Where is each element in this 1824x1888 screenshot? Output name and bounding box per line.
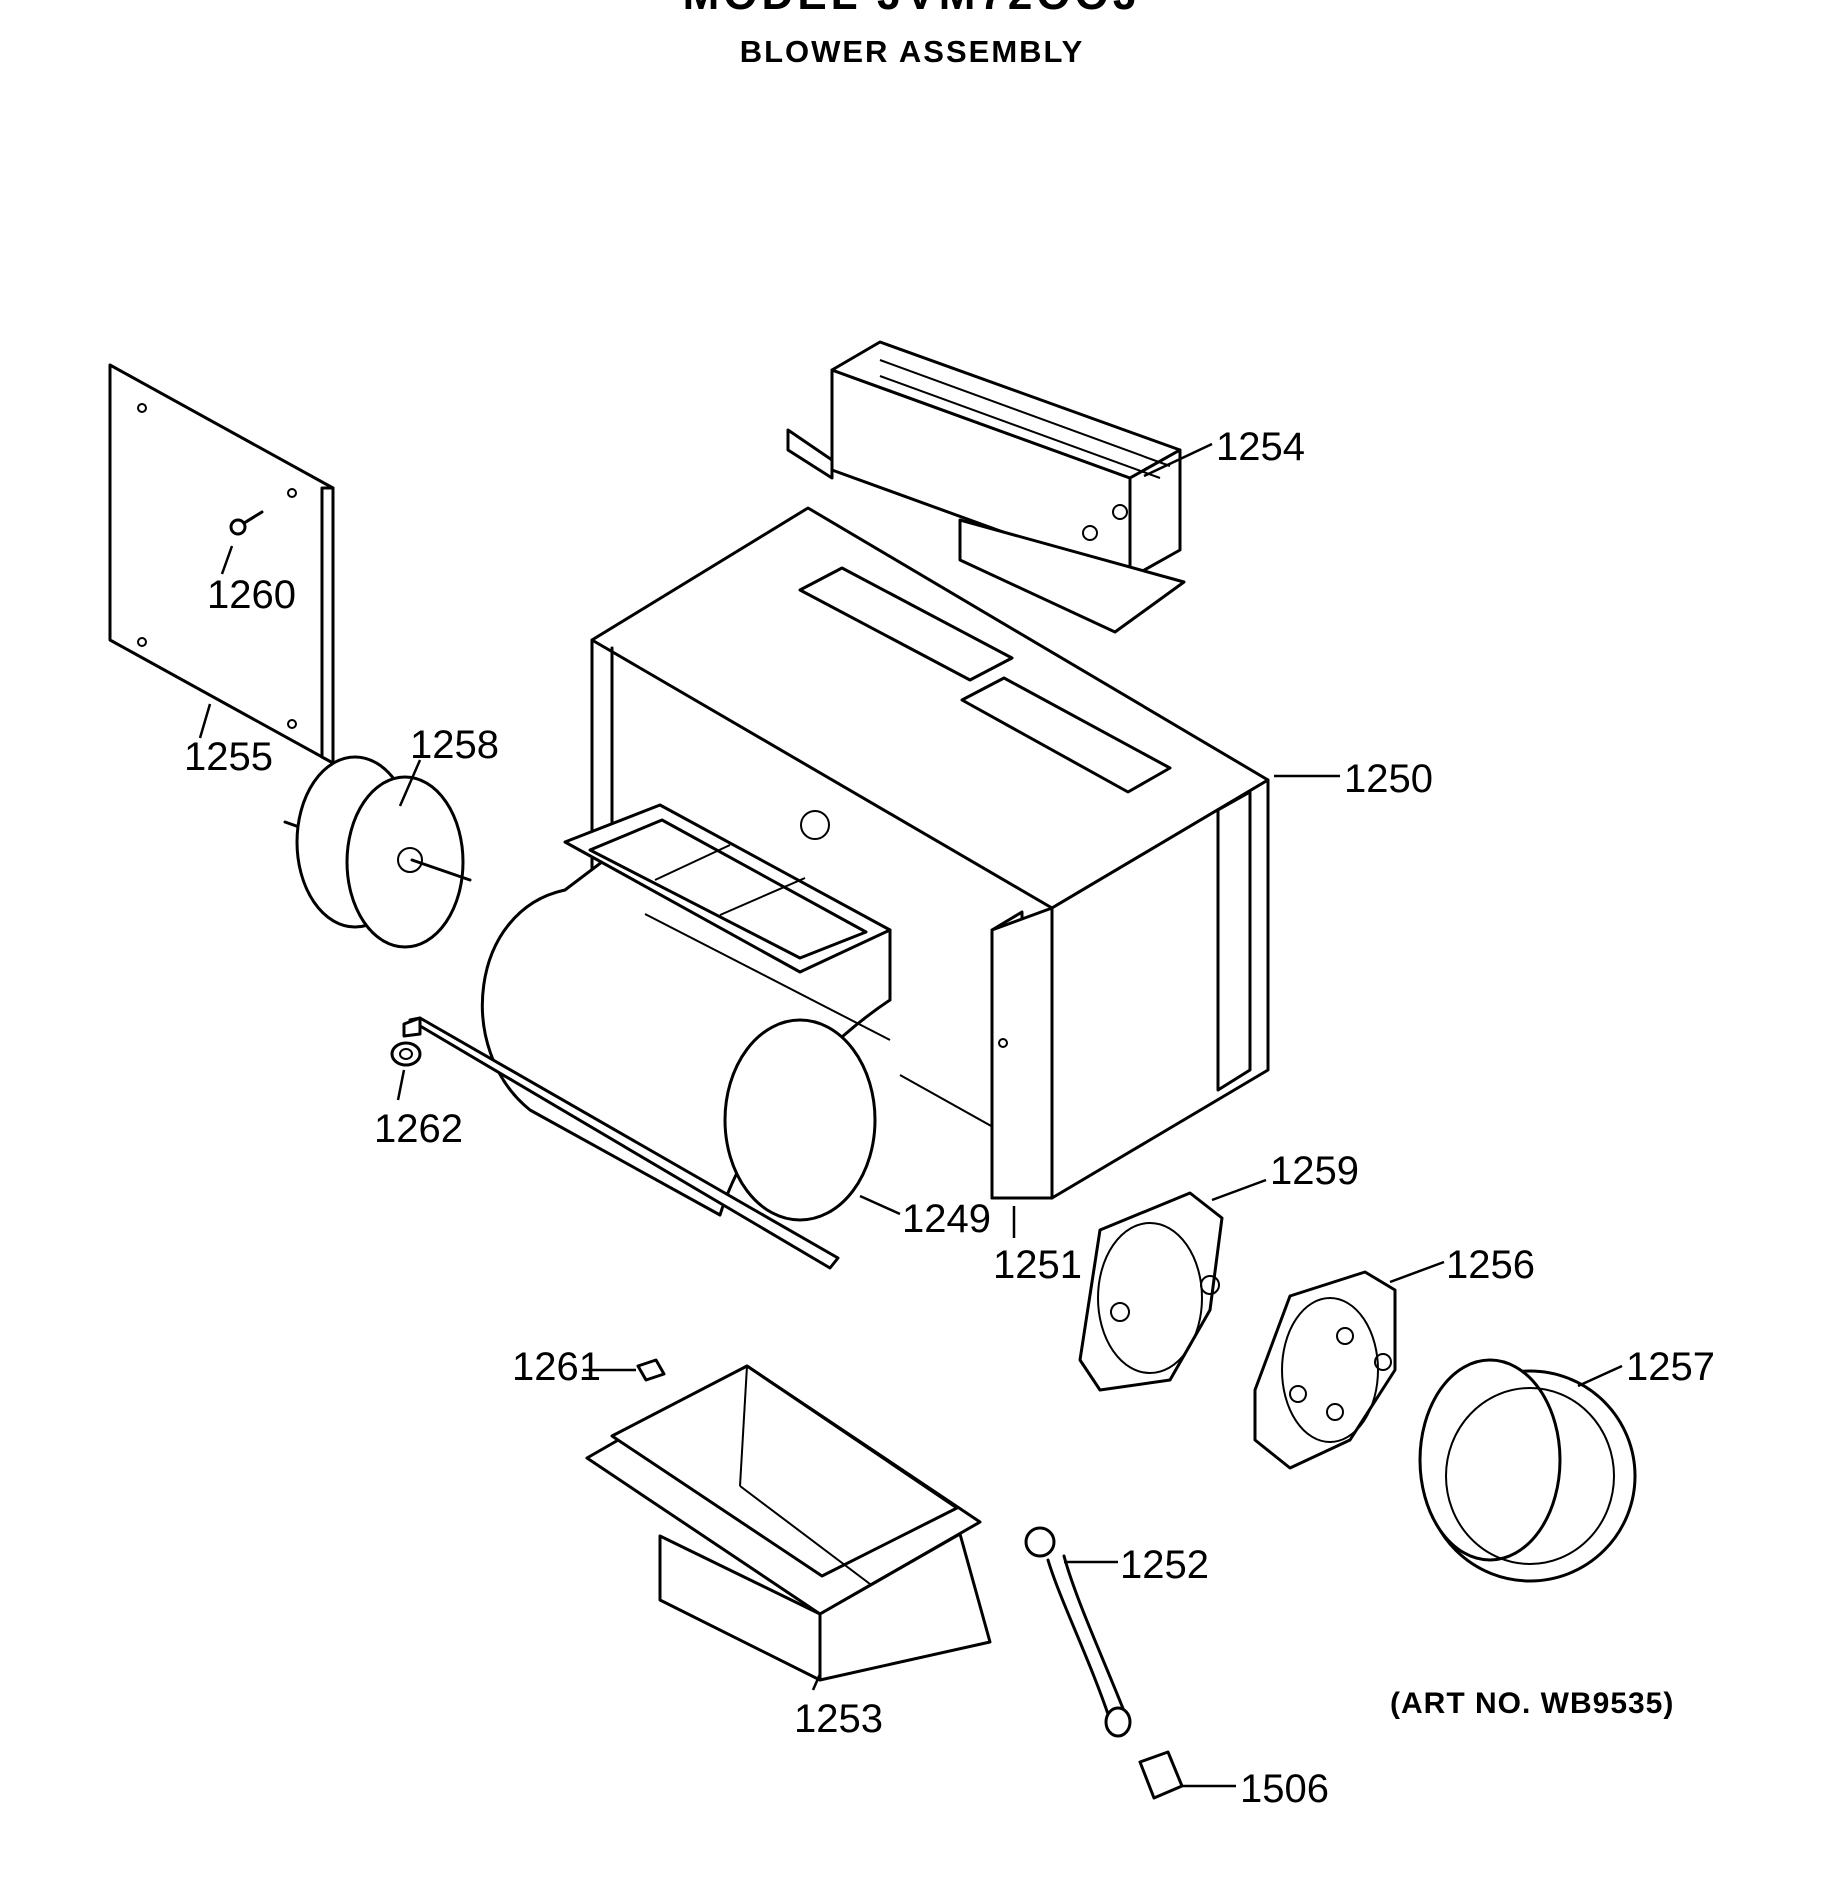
callout-1260[interactable]: 1260 (207, 573, 296, 617)
callout-1249[interactable]: 1249 (902, 1197, 991, 1241)
callout-1253[interactable]: 1253 (794, 1697, 883, 1741)
callout-1251[interactable]: 1251 (993, 1243, 1082, 1287)
blower-wheel-part[interactable] (1418, 1358, 1637, 1583)
callout-1254[interactable]: 1254 (1216, 425, 1305, 469)
callout-1506[interactable]: 1506 (1240, 1767, 1329, 1811)
callout-1256[interactable]: 1256 (1446, 1243, 1535, 1287)
callout-1255[interactable]: 1255 (184, 735, 273, 779)
screw-part[interactable] (229, 510, 264, 536)
model-title: MODEL JVM72OOJ (0, 0, 1824, 20)
bottom-duct-part[interactable] (585, 1364, 992, 1682)
top-duct-part[interactable] (786, 340, 1186, 634)
nut-part[interactable] (390, 1041, 422, 1067)
wire-harness-part[interactable] (1024, 1526, 1132, 1738)
callout-1250[interactable]: 1250 (1344, 757, 1433, 801)
clip-part[interactable] (636, 1358, 666, 1382)
callout-1261[interactable]: 1261 (512, 1345, 601, 1389)
leader-lines (198, 442, 1623, 1788)
motor-part[interactable] (283, 755, 472, 949)
callout-1259[interactable]: 1259 (1270, 1149, 1359, 1193)
mounting-rail-part[interactable] (402, 1016, 840, 1270)
motor-plate-part[interactable] (1253, 1270, 1397, 1470)
connector-part[interactable] (1138, 1750, 1184, 1800)
callout-1262[interactable]: 1262 (374, 1107, 463, 1151)
scroll-housing-part[interactable] (480, 803, 892, 1222)
section-title: BLOWER ASSEMBLY (739, 34, 1085, 69)
callout-1257[interactable]: 1257 (1626, 1345, 1715, 1389)
callout-1258[interactable]: 1258 (410, 723, 499, 767)
mounting-plate-part[interactable] (1078, 1191, 1224, 1392)
housing-bracket-part[interactable] (990, 906, 1054, 1200)
side-panel-part[interactable] (108, 363, 335, 765)
page-header: MODEL JVM72OOJ BLOWER ASSEMBLY (0, 0, 1824, 90)
art-number: (ART NO. WB9535) (1390, 1687, 1675, 1720)
callout-1252[interactable]: 1252 (1120, 1543, 1209, 1587)
blower-housing-part[interactable] (590, 506, 1270, 1200)
